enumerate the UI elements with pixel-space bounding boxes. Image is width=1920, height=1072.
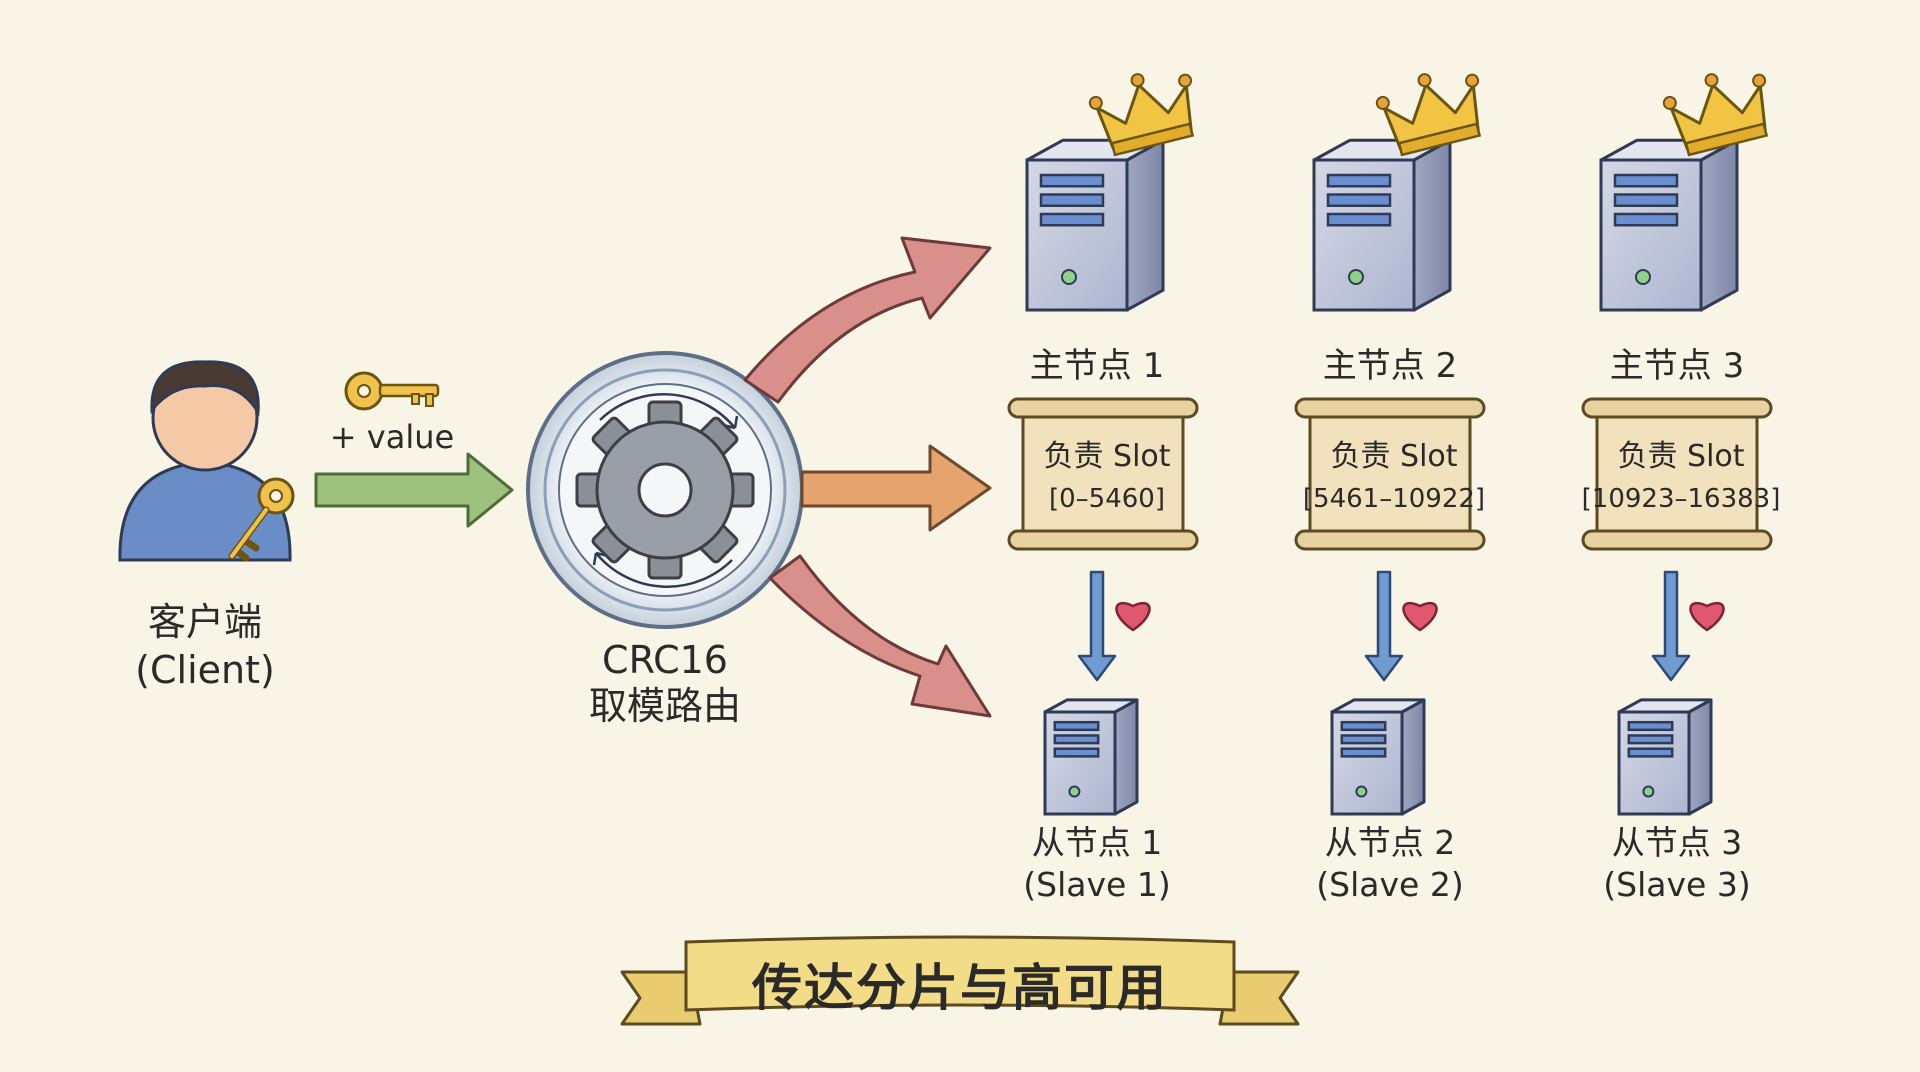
heart-icon-3 bbox=[1689, 601, 1725, 632]
slot-title-2: 负责 Slot bbox=[1330, 439, 1458, 474]
master-label-1: 主节点 1 bbox=[1029, 346, 1165, 386]
slot-range-2: [5461–10922] bbox=[1302, 484, 1486, 514]
master-label-2: 主节点 2 bbox=[1322, 346, 1458, 386]
master-server-icon-3 bbox=[1599, 138, 1739, 312]
slave-label-1: 从节点 1 (Slave 1) bbox=[977, 822, 1217, 906]
slot-range-1: [0–5460] bbox=[1049, 484, 1165, 514]
request-key-icon bbox=[344, 371, 440, 411]
client-subtitle: (Client) bbox=[135, 648, 275, 692]
slave-label-3: 从节点 3 (Slave 3) bbox=[1557, 822, 1797, 906]
client-to-router-arrow bbox=[314, 452, 514, 528]
slave-server-icon-1 bbox=[1043, 698, 1139, 816]
route-arrow-middle bbox=[800, 444, 992, 532]
master-label-3: 主节点 3 bbox=[1609, 346, 1745, 386]
crown-icon-1 bbox=[1088, 73, 1195, 157]
client-icon bbox=[118, 360, 292, 562]
slot-scroll-1: 负责 Slot [0–5460] bbox=[1007, 436, 1207, 520]
value-label: + value bbox=[329, 418, 455, 456]
slave-name-3: 从节点 3 bbox=[1611, 823, 1743, 862]
slot-scroll-3: 负责 Slot [10923–16383] bbox=[1581, 436, 1781, 520]
client-title: 客户端 bbox=[147, 600, 262, 644]
slave-name-1: 从节点 1 bbox=[1031, 823, 1163, 862]
master-server-icon-1 bbox=[1025, 138, 1165, 312]
client-label: 客户端 (Client) bbox=[90, 598, 320, 694]
slave-name-2: 从节点 2 bbox=[1324, 823, 1456, 862]
router-line2: 取模路由 bbox=[588, 684, 741, 728]
route-arrow-bottom bbox=[768, 554, 992, 718]
slave-label-2: 从节点 2 (Slave 2) bbox=[1270, 822, 1510, 906]
slot-title-3: 负责 Slot bbox=[1617, 439, 1745, 474]
scroll-icon-2 bbox=[1294, 397, 1486, 551]
slave-server-icon-2 bbox=[1330, 698, 1426, 816]
crown-icon-2 bbox=[1375, 73, 1482, 157]
slave-sub-2: (Slave 2) bbox=[1316, 865, 1464, 904]
slave-sub-3: (Slave 3) bbox=[1603, 865, 1751, 904]
heart-icon-1 bbox=[1115, 601, 1151, 632]
router-label: CRC16 取模路由 bbox=[555, 637, 775, 729]
banner-title: 传达分片与高可用 bbox=[752, 959, 1168, 1017]
crc16-router-icon bbox=[526, 351, 804, 629]
crown-icon-3 bbox=[1662, 73, 1769, 157]
heart-icon-2 bbox=[1402, 601, 1438, 632]
gear-icon bbox=[575, 400, 755, 580]
banner-ribbon bbox=[620, 935, 1300, 1026]
slave-sub-1: (Slave 1) bbox=[1023, 865, 1171, 904]
master-server-icon-2 bbox=[1312, 138, 1452, 312]
slot-range-3: [10923–16383] bbox=[1581, 484, 1781, 514]
slave-server-icon-3 bbox=[1617, 698, 1713, 816]
replication-arrow-3 bbox=[1651, 570, 1691, 682]
scroll-icon-1 bbox=[1007, 397, 1199, 551]
client-key-icon bbox=[228, 477, 295, 562]
router-line1: CRC16 bbox=[602, 638, 728, 682]
slot-title-1: 负责 Slot bbox=[1043, 439, 1171, 474]
replication-arrow-1 bbox=[1077, 570, 1117, 682]
slot-scroll-2: 负责 Slot [5461–10922] bbox=[1294, 436, 1494, 520]
scroll-icon-3 bbox=[1581, 397, 1773, 551]
replication-arrow-2 bbox=[1364, 570, 1404, 682]
route-arrow-top bbox=[743, 236, 992, 404]
